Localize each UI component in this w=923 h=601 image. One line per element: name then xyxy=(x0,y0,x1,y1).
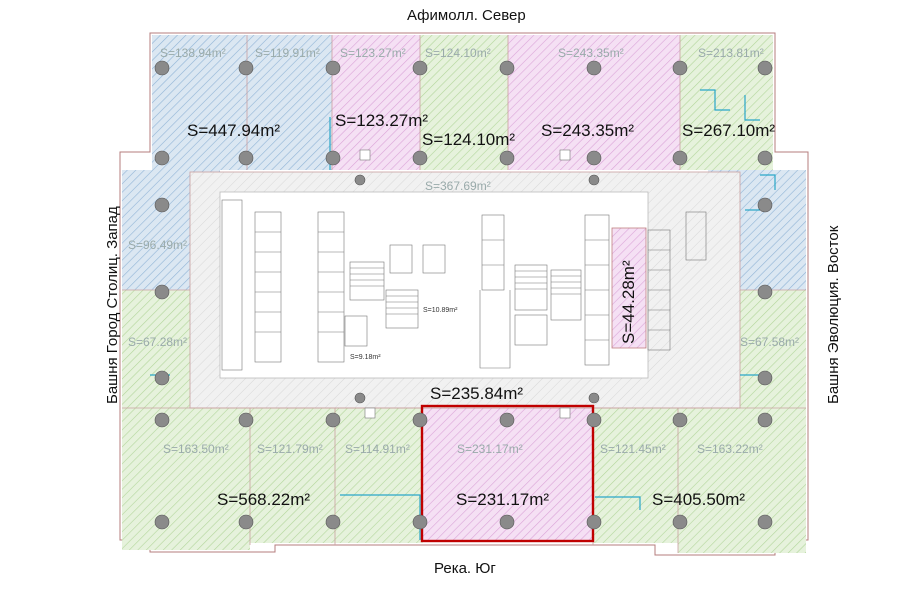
column xyxy=(412,514,428,530)
area-label-faint: S=231.17m² xyxy=(457,442,523,456)
core-area-label: S=9.18m² xyxy=(350,354,381,361)
zone-ne-green[interactable] xyxy=(680,35,773,170)
area-label-faint: S=213.81m² xyxy=(698,46,764,60)
column xyxy=(325,150,341,166)
column xyxy=(757,370,773,386)
column xyxy=(757,197,773,213)
column xyxy=(499,150,515,166)
zone-n-pink-1[interactable] xyxy=(332,35,420,170)
column xyxy=(238,150,254,166)
column xyxy=(154,197,170,213)
column xyxy=(586,150,602,166)
caption-west: Башня Город Столиц. Запад xyxy=(104,206,121,404)
structural-columns xyxy=(154,60,773,530)
column xyxy=(154,370,170,386)
column xyxy=(586,412,602,428)
area-label-vertical: S=44.28m² xyxy=(619,260,638,344)
column xyxy=(757,150,773,166)
area-label-faint: S=138.94m² xyxy=(160,46,226,60)
area-label-faint: S=121.45m² xyxy=(600,442,666,456)
column xyxy=(354,174,366,186)
column xyxy=(154,150,170,166)
column xyxy=(586,60,602,76)
column xyxy=(325,60,341,76)
column xyxy=(672,60,688,76)
column xyxy=(354,392,366,404)
column xyxy=(499,60,515,76)
highlighted-unit-border[interactable] xyxy=(420,404,595,543)
column xyxy=(154,514,170,530)
area-label-faint: S=123.27m² xyxy=(340,46,406,60)
column xyxy=(499,514,515,530)
door-markers xyxy=(359,149,571,419)
column xyxy=(588,174,600,186)
column xyxy=(325,514,341,530)
area-label-highlighted: S=231.17m² xyxy=(456,490,550,509)
zone-s-green-2[interactable] xyxy=(250,408,335,543)
area-label: S=235.84m² xyxy=(430,384,524,403)
area-label-faint: S=163.50m² xyxy=(163,442,229,456)
area-label-faint: S=119.91m² xyxy=(255,46,320,60)
area-label-faint: S=96.49m² xyxy=(128,238,188,252)
column xyxy=(672,514,688,530)
area-label-faint: S=243.35m² xyxy=(558,46,624,60)
column xyxy=(412,60,428,76)
area-label-faint: S=163.22m² xyxy=(697,442,763,456)
area-label-faint: S=67.28m² xyxy=(128,335,188,349)
column xyxy=(238,514,254,530)
area-label: S=568.22m² xyxy=(217,490,311,509)
column xyxy=(412,412,428,428)
column xyxy=(757,412,773,428)
area-label-faint: S=367.69m² xyxy=(425,179,491,193)
column xyxy=(154,412,170,428)
column xyxy=(238,412,254,428)
area-label: S=447.94m² xyxy=(187,121,281,140)
zone-s-green-3[interactable] xyxy=(335,408,423,543)
column xyxy=(154,60,170,76)
column xyxy=(757,514,773,530)
zone-sw-green[interactable] xyxy=(122,408,250,550)
column xyxy=(757,60,773,76)
area-label: S=405.50m² xyxy=(652,490,746,509)
column xyxy=(238,60,254,76)
zone-nw-blue[interactable] xyxy=(152,35,247,170)
zone-n-pink-2[interactable] xyxy=(508,35,680,170)
area-label-faint: S=124.10m² xyxy=(425,46,491,60)
column xyxy=(588,392,600,404)
core-details xyxy=(221,199,707,371)
zone-n-blue-2[interactable] xyxy=(247,35,332,170)
column xyxy=(672,150,688,166)
area-label-faint: S=67.58m² xyxy=(740,335,800,349)
core xyxy=(219,191,649,379)
area-label: S=124.10m² xyxy=(422,130,516,149)
caption-east: Башня Эволюция. Восток xyxy=(825,225,842,404)
core-area-label: S=10.89m² xyxy=(423,307,458,314)
column xyxy=(154,284,170,300)
area-label-faint: S=114.91m² xyxy=(345,442,410,456)
column xyxy=(586,514,602,530)
zone-n-green-1[interactable] xyxy=(420,35,508,170)
column xyxy=(412,150,428,166)
column xyxy=(499,412,515,428)
east-core-room[interactable] xyxy=(611,227,647,349)
caption-north: Афимолл. Север xyxy=(407,7,526,24)
area-label: S=243.35m² xyxy=(541,121,635,140)
area-label-faint: S=121.79m² xyxy=(257,442,323,456)
zone-se-green[interactable] xyxy=(678,408,806,553)
area-label: S=123.27m² xyxy=(335,111,429,130)
column xyxy=(757,284,773,300)
column xyxy=(325,412,341,428)
column xyxy=(672,412,688,428)
zone-s-green-4[interactable] xyxy=(593,408,678,543)
area-label: S=267.10m² xyxy=(682,121,776,140)
caption-south: Река. Юг xyxy=(434,560,496,577)
